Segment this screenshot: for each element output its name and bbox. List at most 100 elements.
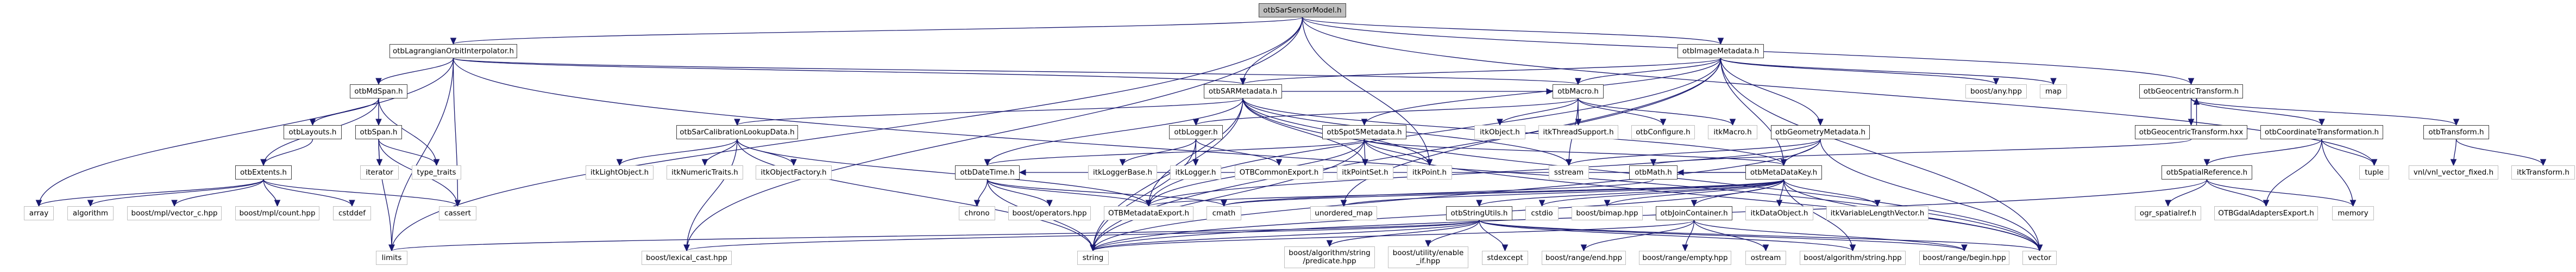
node-boost-lexical-cast-hpp[interactable]: boost/lexical_cast.hpp: [642, 251, 732, 265]
node-ostream[interactable]: ostream: [1745, 251, 1786, 265]
node-otbgeocentrictransform-hxx[interactable]: otbGeocentricTransform.hxx: [2135, 125, 2247, 139]
node-otbmetadataexport-h[interactable]: OTBMetadataExport.h: [1104, 206, 1193, 220]
node-otbsarsensormodel-h[interactable]: otbSarSensorModel.h: [1259, 3, 1346, 17]
node-cstddef[interactable]: cstddef: [333, 206, 371, 220]
node-boost-bimap-hpp[interactable]: boost/bimap.hpp: [1572, 206, 1643, 220]
node-string[interactable]: string: [1077, 251, 1109, 265]
node-cassert[interactable]: cassert: [439, 206, 476, 220]
node-otbcommonexport-h[interactable]: OTBCommonExport.h: [1235, 165, 1323, 180]
node-unordered-map[interactable]: unordered_map: [1310, 206, 1377, 220]
node-itklogger-h[interactable]: itkLogger.h: [1170, 165, 1221, 180]
node-boost-mpl-vector-c-hpp[interactable]: boost/mpl/vector_c.hpp: [127, 206, 222, 220]
node-limits[interactable]: limits: [376, 251, 407, 265]
node-otbspatialreference-h[interactable]: otbSpatialReference.h: [2162, 165, 2252, 180]
node-otbtransform-h[interactable]: otbTransform.h: [2423, 125, 2489, 139]
node-boost-mpl-count-hpp[interactable]: boost/mpl/count.hpp: [235, 206, 319, 220]
node-vnl-vnl-vector-fixed-h[interactable]: vnl/vnl_vector_fixed.h: [2409, 165, 2498, 180]
node-otbsarmetadata-h[interactable]: otbSARMetadata.h: [1204, 84, 1282, 98]
node-chrono[interactable]: chrono: [959, 206, 995, 220]
node-otbsarcalibrationlookupdata-h[interactable]: otbSarCalibrationLookupData.h: [676, 125, 798, 139]
node-otbgeocentrictransform-h[interactable]: otbGeocentricTransform.h: [2139, 84, 2243, 98]
arrowhead-icon: [616, 159, 623, 166]
node-map[interactable]: map: [2040, 84, 2067, 98]
node-itkobject-h[interactable]: itkObject.h: [1474, 125, 1525, 139]
node-iterator[interactable]: iterator: [360, 165, 399, 180]
node-otbmetadatakey-h[interactable]: otbMetaDataKey.h: [1745, 165, 1822, 180]
edge-geotr-to-coordtr: [2190, 98, 2322, 126]
node-itktransform-h[interactable]: itkTransform.h: [2511, 165, 2575, 180]
node-vector[interactable]: vector: [2022, 251, 2057, 265]
node-itkvariablelengthvector-h[interactable]: itkVariableLengthVector.h: [1826, 206, 1928, 220]
node-label: iterator: [366, 168, 393, 177]
edge-mdspan-to-layouts: [312, 98, 379, 126]
edge-joincontainer-to-string: [1092, 220, 1695, 251]
edge-metadatakey-to-bimap: [1606, 179, 1785, 207]
node-label: sstream: [1554, 168, 1584, 177]
node-boost-range-end-hpp[interactable]: boost/range/end.hpp: [1542, 251, 1626, 265]
arrowhead-icon: [1961, 244, 1968, 252]
node-boost-any-hpp[interactable]: boost/any.hpp: [1965, 84, 2027, 98]
arrowhead-icon: [1993, 78, 2000, 85]
node-cstdio[interactable]: cstdio: [1525, 206, 1559, 220]
node-label: itkLightObject.h: [590, 168, 649, 177]
edge-spot5-to-string: [1092, 139, 1365, 251]
node-itkdataobject-h[interactable]: itkDataObject.h: [1745, 206, 1813, 220]
node-otbgdaladaptersexport-h[interactable]: OTBGdalAdaptersExport.h: [2214, 206, 2318, 220]
node-otbmath-h[interactable]: otbMath.h: [1629, 165, 1677, 180]
node-otblogger-h[interactable]: otbLogger.h: [1169, 125, 1223, 139]
node-boost-utility-enable-if-hpp[interactable]: boost/utility/enable _if.hpp: [1388, 246, 1468, 268]
node-itkpointset-h[interactable]: itkPointSet.h: [1337, 165, 1393, 180]
node-algorithm[interactable]: algorithm: [67, 206, 114, 220]
node-boost-algorithm-string-hpp[interactable]: boost/algorithm/string.hpp: [1800, 251, 1906, 265]
node-otbconfigure-h[interactable]: otbConfigure.h: [1631, 125, 1695, 139]
arrowhead-icon: [1340, 200, 1347, 207]
edge-stringutils-to-vector: [1479, 220, 2040, 251]
node-otbgeometrymetadata-h[interactable]: otbGeometryMetadata.h: [1771, 125, 1870, 139]
node-memory[interactable]: memory: [2332, 206, 2374, 220]
node-itkobjectfactory-h[interactable]: itkObjectFactory.h: [756, 165, 832, 180]
arrowhead-icon: [388, 244, 395, 252]
node-otbstringutils-h[interactable]: otbStringUtils.h: [1446, 206, 1512, 220]
node-otbmacro-h[interactable]: otbMacro.h: [1553, 84, 1604, 98]
node-boost-algorithm-string-predicate-hpp[interactable]: boost/algorithm/string /predicate.hpp: [1284, 246, 1375, 268]
node-label: cstdio: [1531, 208, 1553, 218]
arrowhead-icon: [1426, 159, 1433, 166]
node-boost-range-empty-hpp[interactable]: boost/range/empty.hpp: [1639, 251, 1731, 265]
node-cmath[interactable]: cmath: [1207, 206, 1241, 220]
node-ogr-spatialref-h[interactable]: ogr_spatialref.h: [2135, 206, 2201, 220]
edge-logger-to-itkloggerbase: [1122, 139, 1197, 166]
node-label: unordered_map: [1315, 208, 1373, 218]
node-type-traits[interactable]: type_traits: [412, 165, 461, 180]
node-itknumerictraits-h[interactable]: itkNumericTraits.h: [667, 165, 743, 180]
node-boost-range-begin-hpp[interactable]: boost/range/begin.hpp: [1919, 251, 2009, 265]
edge-macro-to-itkobject: [1499, 98, 1579, 126]
node-tuple[interactable]: tuple: [2359, 165, 2389, 180]
node-otbimagemetadata-h[interactable]: otbImageMetadata.h: [1677, 44, 1764, 58]
edge-sarmeta-to-string: [1092, 98, 1243, 251]
node-itkpoint-h[interactable]: itkPoint.h: [1407, 165, 1452, 180]
node-otbextents-h[interactable]: otbExtents.h: [235, 165, 292, 180]
node-otbjoincontainer-h[interactable]: otbJoinContainer.h: [1656, 206, 1732, 220]
node-boost-operators-hpp[interactable]: boost/operators.hpp: [1008, 206, 1091, 220]
node-otbdatetime-h[interactable]: otbDateTime.h: [955, 165, 1020, 180]
arrowhead-icon: [1717, 38, 1724, 45]
node-itkmacro-h[interactable]: itkMacro.h: [1708, 125, 1757, 139]
node-itkloggerbase-h[interactable]: itkLoggerBase.h: [1088, 165, 1157, 180]
node-array[interactable]: array: [24, 206, 54, 220]
node-otbspan-h[interactable]: otbSpan.h: [355, 125, 402, 139]
node-itklightobject-h[interactable]: itkLightObject.h: [586, 165, 654, 180]
node-otbspot5metadata-h[interactable]: otbSpot5Metadata.h: [1322, 125, 1406, 139]
edge-extents-to-array: [38, 179, 264, 207]
node-label: boost/range/end.hpp: [1545, 253, 1623, 262]
arrowhead-icon: [2165, 200, 2171, 207]
node-stdexcept[interactable]: stdexcept: [1482, 251, 1528, 265]
node-otblagrangianorbitinterpolator-h[interactable]: otbLagrangianOrbitInterpolator.h: [389, 44, 517, 58]
node-label: itkTransform.h: [2517, 168, 2569, 177]
node-otbmdspan-h[interactable]: otbMdSpan.h: [350, 84, 407, 98]
node-itkthreadsupport-h[interactable]: itkThreadSupport.h: [1538, 125, 1618, 139]
node-otbcoordinatetransformation-h[interactable]: otbCoordinateTransformation.h: [2260, 125, 2383, 139]
edge-imagemeta-to-metadatakey: [1720, 58, 1785, 166]
node-otblayouts-h[interactable]: otbLayouts.h: [284, 125, 342, 139]
arrowhead-icon: [1221, 200, 1227, 207]
node-sstream[interactable]: sstream: [1549, 165, 1589, 180]
